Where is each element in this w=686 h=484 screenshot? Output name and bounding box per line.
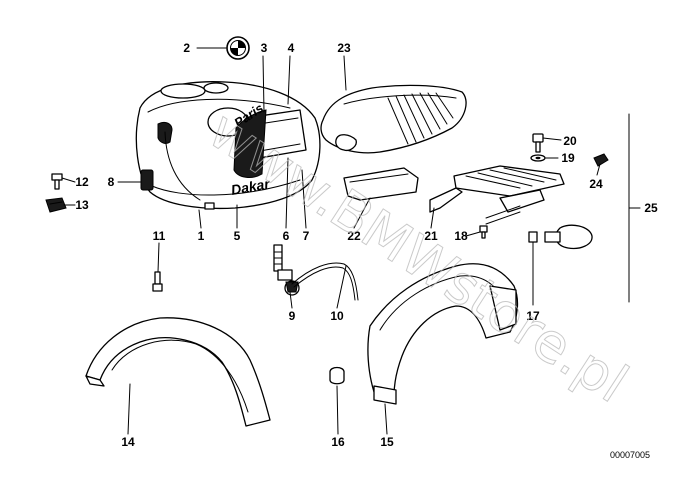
callout-15: 15 <box>380 435 394 449</box>
callout-6: 6 <box>283 229 290 243</box>
callout-18: 18 <box>454 229 468 243</box>
tank-decal-dakar: Dakar <box>230 175 273 198</box>
callout-13: 13 <box>75 198 89 212</box>
callout-2: 2 <box>183 41 190 55</box>
callout-14: 14 <box>121 435 135 449</box>
callout-5: 5 <box>234 229 241 243</box>
side-emblem <box>140 169 154 191</box>
fuel-tank: Paris Dakar <box>135 81 321 210</box>
callout-24: 24 <box>589 177 603 191</box>
washer-19 <box>530 154 546 162</box>
bmw-badge <box>226 36 250 60</box>
seat <box>320 84 467 154</box>
callout-17: 17 <box>526 309 540 323</box>
callout-10: 10 <box>330 309 344 323</box>
callout-11: 11 <box>153 229 166 243</box>
plug-16 <box>329 366 345 385</box>
callout-numbers: 2 3 4 23 20 19 24 8 12 13 25 1 5 6 7 22 … <box>75 41 658 449</box>
callout-23: 23 <box>337 41 351 55</box>
callout-25: 25 <box>644 201 658 215</box>
callout-8: 8 <box>108 175 115 189</box>
callout-12: 12 <box>75 175 89 189</box>
screw-12 <box>51 173 63 190</box>
luggage-rack <box>429 165 565 225</box>
fuel-hose <box>291 262 359 301</box>
bolt-20 <box>532 133 544 153</box>
rear-mudguard <box>367 263 519 405</box>
bolt-18 <box>479 225 488 239</box>
callout-22: 22 <box>347 229 361 243</box>
turn-indicator <box>528 224 593 301</box>
callout-4: 4 <box>288 41 295 55</box>
callout-7: 7 <box>303 229 310 243</box>
callout-19: 19 <box>561 151 575 165</box>
clip-nut-13 <box>45 197 67 213</box>
callout-3: 3 <box>261 41 268 55</box>
seat-pad <box>343 167 419 201</box>
grommet-24 <box>593 153 609 167</box>
front-mudguard <box>85 317 271 427</box>
figure-number: 00007005 <box>609 450 650 460</box>
leader-lines <box>61 47 641 435</box>
fuel-tap <box>273 244 300 296</box>
screw-11 <box>152 271 163 292</box>
callout-16: 16 <box>331 435 345 449</box>
callout-20: 20 <box>563 134 577 148</box>
callout-21: 21 <box>424 229 438 243</box>
callout-9: 9 <box>289 309 296 323</box>
callout-1: 1 <box>198 229 205 243</box>
